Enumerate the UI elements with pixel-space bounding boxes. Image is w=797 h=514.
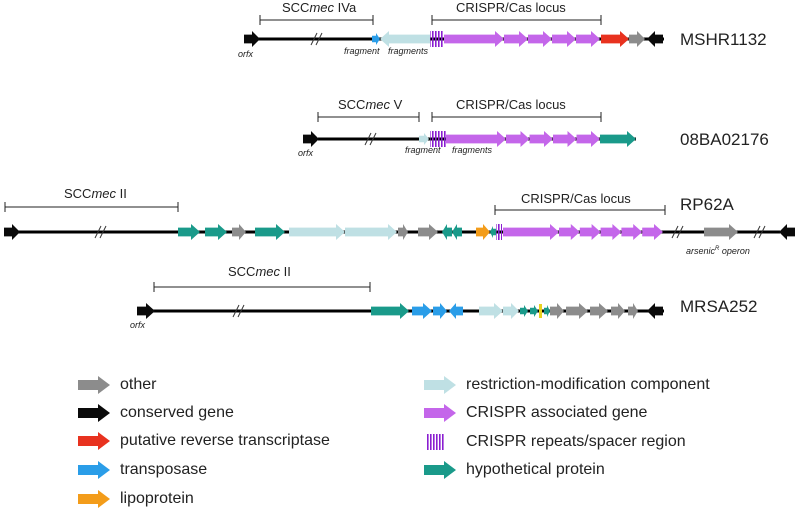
crispr-label-row2: CRISPR/Cas locus: [521, 191, 631, 206]
gene-arrow: [372, 33, 380, 45]
gene-arrow: [629, 31, 645, 47]
gene-arrow: [576, 131, 600, 147]
crispr-repeats: [496, 224, 502, 240]
break-mark: [310, 32, 318, 46]
gene-arrow: [647, 303, 663, 319]
break-mark: [676, 225, 684, 239]
gene-arrow: [380, 31, 430, 47]
gene-arrow: [446, 131, 506, 147]
gene-arrow: [559, 224, 580, 240]
small-marker: [539, 304, 542, 318]
gene-arrow: [600, 131, 636, 147]
gene-arrow: [600, 224, 622, 240]
gene-arrow: [418, 224, 438, 240]
annot-orfx-row1: orfx: [298, 148, 314, 158]
strain-label-mshr1132: MSHR1132: [680, 30, 767, 49]
gene-arrow: [506, 131, 530, 147]
gene-arrow: [490, 226, 496, 238]
break-mark: [753, 225, 761, 239]
crispr-repeats: [430, 31, 444, 47]
gene-arrow: [345, 224, 397, 240]
break-mark: [364, 132, 372, 146]
annot-arsenic-row2: arsenicR operon: [686, 246, 750, 256]
gene-arrow: [289, 224, 345, 240]
gene-arrow: [503, 224, 559, 240]
break-mark: [99, 225, 107, 239]
gene-arrow: [704, 224, 738, 240]
gene-arrow: [303, 131, 319, 147]
annot-fragments-row0: fragments: [388, 46, 429, 56]
gene-arrow: [611, 303, 625, 319]
gene-arrow: [232, 224, 246, 240]
gene-arrow: [433, 303, 447, 319]
gene-arrow: [371, 303, 409, 319]
gene-arrow: [205, 224, 227, 240]
gene-arrow: [452, 224, 462, 240]
gene-arrow: [178, 224, 200, 240]
gene-arrow: [647, 31, 663, 47]
strain-label-mrsa252: MRSA252: [680, 297, 758, 316]
break-mark: [671, 225, 679, 239]
gene-arrow: [530, 305, 538, 317]
scc-label-row1: SCCmec V: [338, 97, 403, 112]
gene-arrow: [412, 303, 432, 319]
gene-arrow: [621, 224, 643, 240]
gene-arrow: [398, 224, 408, 240]
gene-arrow: [449, 303, 463, 319]
gene-arrow: [544, 305, 550, 317]
annot-orfx-row0: orfx: [238, 49, 254, 59]
annot-fragment-row0: fragment: [344, 46, 380, 56]
crispr-repeats: [430, 131, 446, 147]
gene-arrow: [628, 303, 638, 319]
gene-arrow: [550, 303, 564, 319]
break-mark: [232, 304, 240, 318]
strain-label-rp62a: RP62A: [680, 195, 734, 214]
scc-label-row2: SCCmec II: [64, 186, 127, 201]
crispr-label-row1: CRISPR/Cas locus: [456, 97, 566, 112]
gene-arrow: [503, 303, 519, 319]
gene-arrow: [566, 303, 588, 319]
gene-arrow: [642, 224, 663, 240]
gene-arrow: [444, 31, 504, 47]
gene-arrow: [779, 224, 795, 240]
crispr-label-row0: CRISPR/Cas locus: [456, 0, 566, 15]
break-mark: [237, 304, 245, 318]
gene-arrow: [590, 303, 608, 319]
strain-label-08ba02176: 08BA02176: [680, 130, 769, 149]
scc-label-row0: SCCmec IVa: [282, 0, 357, 15]
gene-arrow: [4, 224, 20, 240]
gene-arrow: [528, 31, 552, 47]
gene-arrow: [419, 133, 429, 145]
gene-arrow: [601, 31, 629, 47]
gene-arrow: [244, 31, 260, 47]
gene-arrow: [255, 224, 285, 240]
gene-arrow: [442, 224, 452, 240]
gene-arrow: [529, 131, 553, 147]
gene-arrow: [576, 31, 600, 47]
break-mark: [94, 225, 102, 239]
gene-arrow: [579, 224, 601, 240]
gene-arrow: [479, 303, 503, 319]
break-mark: [758, 225, 766, 239]
scc-label-row3: SCCmec II: [228, 264, 291, 279]
annot-fragment-row1: fragment: [405, 145, 441, 155]
annot-fragments-row1: fragments: [452, 145, 493, 155]
gene-arrow: [137, 303, 155, 319]
gene-arrow: [504, 31, 528, 47]
break-mark: [369, 132, 377, 146]
annot-orfx-row3: orfx: [130, 320, 146, 330]
gene-arrow: [476, 224, 490, 240]
gene-arrow: [552, 31, 576, 47]
gene-arrow: [520, 305, 528, 317]
break-mark: [315, 32, 323, 46]
gene-arrow: [553, 131, 577, 147]
